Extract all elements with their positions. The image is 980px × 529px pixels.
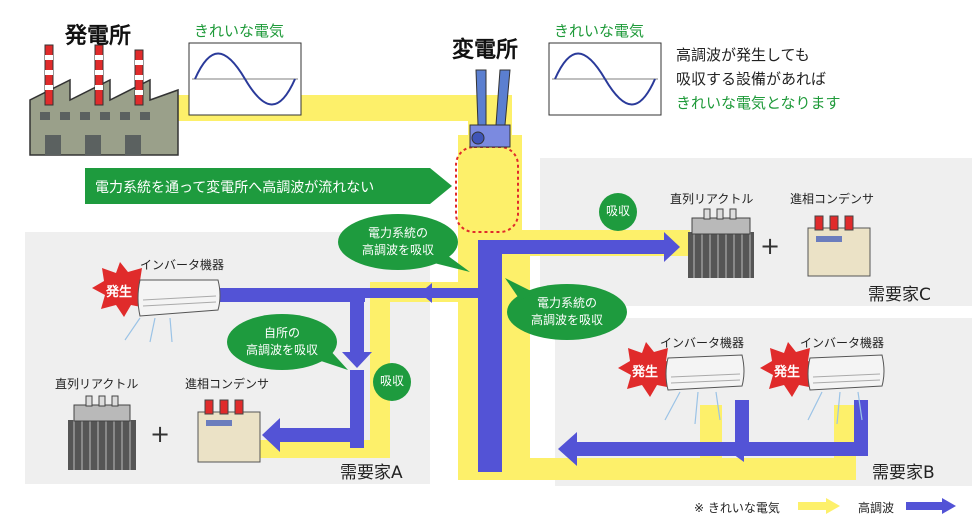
- bubble-right-text: 電力系統の 高調波を吸収: [517, 295, 617, 329]
- legend-clean-label: ※ きれいな電気: [694, 501, 780, 515]
- absorb-badge-c-text: 吸収: [605, 204, 630, 218]
- clean-waveform-2: [548, 42, 662, 116]
- hatsusei-a-text: 発生: [106, 285, 133, 300]
- clean-waveform-1: [188, 42, 302, 116]
- legend-clean-arrow: [798, 498, 840, 514]
- capacitor-a: [197, 399, 261, 463]
- hatsusei-badge-b2: [760, 342, 821, 397]
- clean-label-1: きれいな電気: [194, 22, 285, 40]
- inverter-unit-b2: [807, 354, 885, 425]
- capacitor-c-label: 進相コンデンサ: [790, 192, 875, 206]
- absorb-badge-a: [373, 363, 411, 401]
- bubble-left: [338, 214, 470, 272]
- clean-label-2: きれいな電気: [554, 22, 645, 40]
- legend-harmonic-label: 高調波: [858, 501, 895, 515]
- inverter-a-label: インバータ機器: [140, 258, 225, 272]
- harmonic-flow-lines: [220, 232, 868, 472]
- bubble-left-line-1: 電力系統の: [367, 226, 428, 240]
- bubble-self-line-1: 自所の: [263, 326, 300, 340]
- banner-text: 電力系統を通って変電所へ高調波が流れない: [95, 180, 375, 196]
- hatsusei-b2-text: 発生: [774, 365, 801, 380]
- capacitor-c: [807, 215, 871, 277]
- bubble-right-line-1: 電力系統の: [536, 296, 597, 310]
- substation-transformer-icon: [469, 69, 511, 148]
- series-reactor-c: [688, 208, 754, 278]
- bubble-right: [505, 278, 627, 340]
- customer-a-label: 需要家A: [340, 463, 403, 483]
- bubble-self-text: 自所の 高調波を吸収: [232, 325, 332, 359]
- inverter-b1-label: インバータ機器: [660, 336, 745, 350]
- message-line-1: 高調波が発生しても: [676, 46, 810, 64]
- message-line-2: 吸収する設備があれば: [676, 70, 827, 88]
- capacitor-a-label: 進相コンデンサ: [185, 377, 270, 391]
- plus-c: +: [760, 232, 781, 260]
- customer-c-label: 需要家C: [868, 285, 931, 305]
- banner-arrow: [85, 168, 452, 204]
- inverter-b2-label: インバータ機器: [800, 336, 885, 350]
- power-plant-title: 発電所: [65, 24, 132, 49]
- inverter-unit-b1: [664, 354, 745, 425]
- bubble-left-line-2: 高調波を吸収: [361, 243, 434, 257]
- bubble-right-line-2: 高調波を吸収: [530, 313, 603, 327]
- customer-b-label: 需要家B: [872, 463, 935, 483]
- absorb-badge-c: [599, 193, 637, 231]
- bubble-self: [227, 314, 348, 370]
- legend-harmonic-arrow: [906, 498, 956, 514]
- inverter-unit-a: [124, 279, 221, 343]
- reactor-a-label: 直列リアクトル: [55, 377, 139, 391]
- plus-a: +: [150, 420, 171, 448]
- power-plant-icon: [29, 44, 179, 156]
- absorb-badge-a-text: 吸収: [379, 374, 404, 388]
- substation-title: 変電所: [452, 38, 519, 63]
- series-reactor-a: [68, 395, 136, 470]
- hatsusei-b1-text: 発生: [632, 365, 659, 380]
- bubble-left-text: 電力系統の 高調波を吸収: [348, 225, 448, 259]
- bubble-self-line-2: 高調波を吸収: [245, 343, 318, 357]
- message-line-3: きれいな電気となります: [676, 94, 841, 112]
- reactor-c-label: 直列リアクトル: [670, 192, 754, 206]
- hatsusei-badge-b1: [618, 342, 679, 397]
